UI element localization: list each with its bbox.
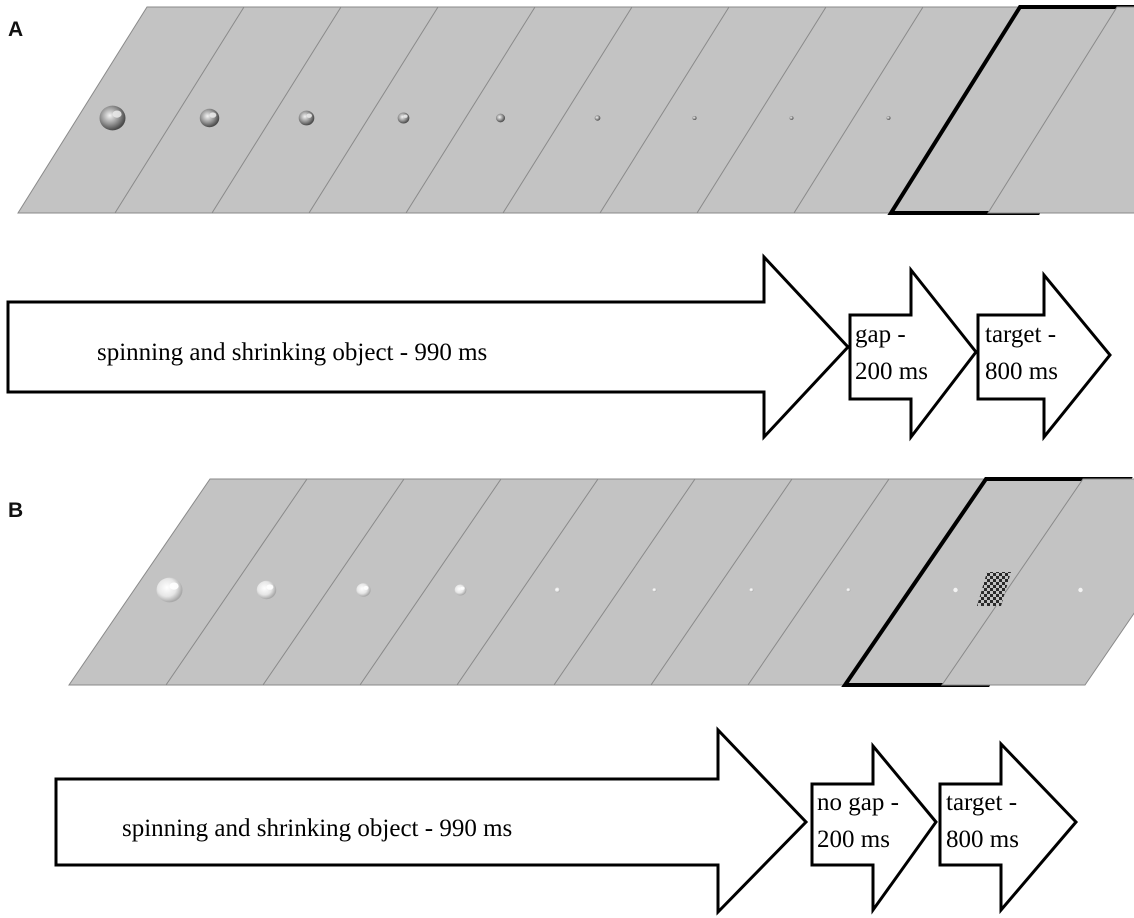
- shrinking-object: [454, 584, 467, 596]
- arrow-target-phase: target - 800 ms: [976, 270, 1112, 442]
- panel-b: B spinning and shrinking object - 990 ms…: [8, 477, 1134, 916]
- shrinking-object: [397, 112, 410, 124]
- arrow-label: target -: [946, 789, 1017, 816]
- shrinking-object: [886, 116, 891, 120]
- central-fixation-dot: [953, 587, 958, 593]
- stimulus-frame: [941, 478, 1134, 686]
- frame-sequence-b: [68, 477, 1134, 687]
- arrow-object-phase: spinning and shrinking object - 990 ms: [6, 253, 851, 441]
- panel-label-b: B: [8, 499, 23, 522]
- arrow-label: gap -: [855, 321, 906, 348]
- shrinking-object: [594, 115, 601, 121]
- central-fixation-dot: [1078, 587, 1083, 593]
- arrow-label: 200 ms: [855, 358, 928, 385]
- arrow-label: spinning and shrinking object - 990 ms: [97, 339, 487, 366]
- shrinking-object: [256, 580, 277, 600]
- arrow-label: 200 ms: [817, 826, 890, 853]
- shrinking-object: [789, 116, 794, 120]
- checkerboard-target: [977, 572, 1011, 606]
- shrinking-object: [356, 583, 371, 597]
- shrinking-object: [298, 110, 315, 126]
- arrow-label: target -: [985, 321, 1056, 348]
- arrow-object-phase: spinning and shrinking object - 990 ms: [54, 726, 809, 916]
- shrinking-object: [554, 587, 561, 593]
- shrinking-object: [156, 577, 183, 603]
- shrinking-object: [846, 588, 851, 592]
- shrinking-object: [692, 116, 697, 120]
- arrow-label: no gap -: [817, 789, 899, 816]
- arrow-label: 800 ms: [985, 358, 1058, 385]
- frame-sequence-a: [17, 5, 1134, 215]
- shrinking-object: [495, 113, 506, 123]
- arrow-label: spinning and shrinking object - 990 ms: [122, 815, 512, 842]
- arrow-gap-phase: no gap - 200 ms: [810, 741, 938, 915]
- timeline-arrows-b: spinning and shrinking object - 990 ms n…: [54, 726, 1079, 916]
- shrinking-object: [749, 588, 754, 592]
- panel-label-a: A: [8, 18, 23, 41]
- arrow-gap-phase: gap - 200 ms: [848, 265, 978, 442]
- arrow-target-phase: target - 800 ms: [938, 740, 1079, 915]
- stimulus-frame: [987, 6, 1134, 214]
- timeline-arrows-a: spinning and shrinking object - 990 ms g…: [6, 253, 1112, 442]
- shrinking-object: [652, 588, 657, 592]
- panel-a: A spinning and shrinking object - 990 ms…: [6, 5, 1134, 442]
- shrinking-object: [199, 108, 220, 128]
- arrow-label: 800 ms: [946, 826, 1019, 853]
- shrinking-object: [99, 105, 126, 131]
